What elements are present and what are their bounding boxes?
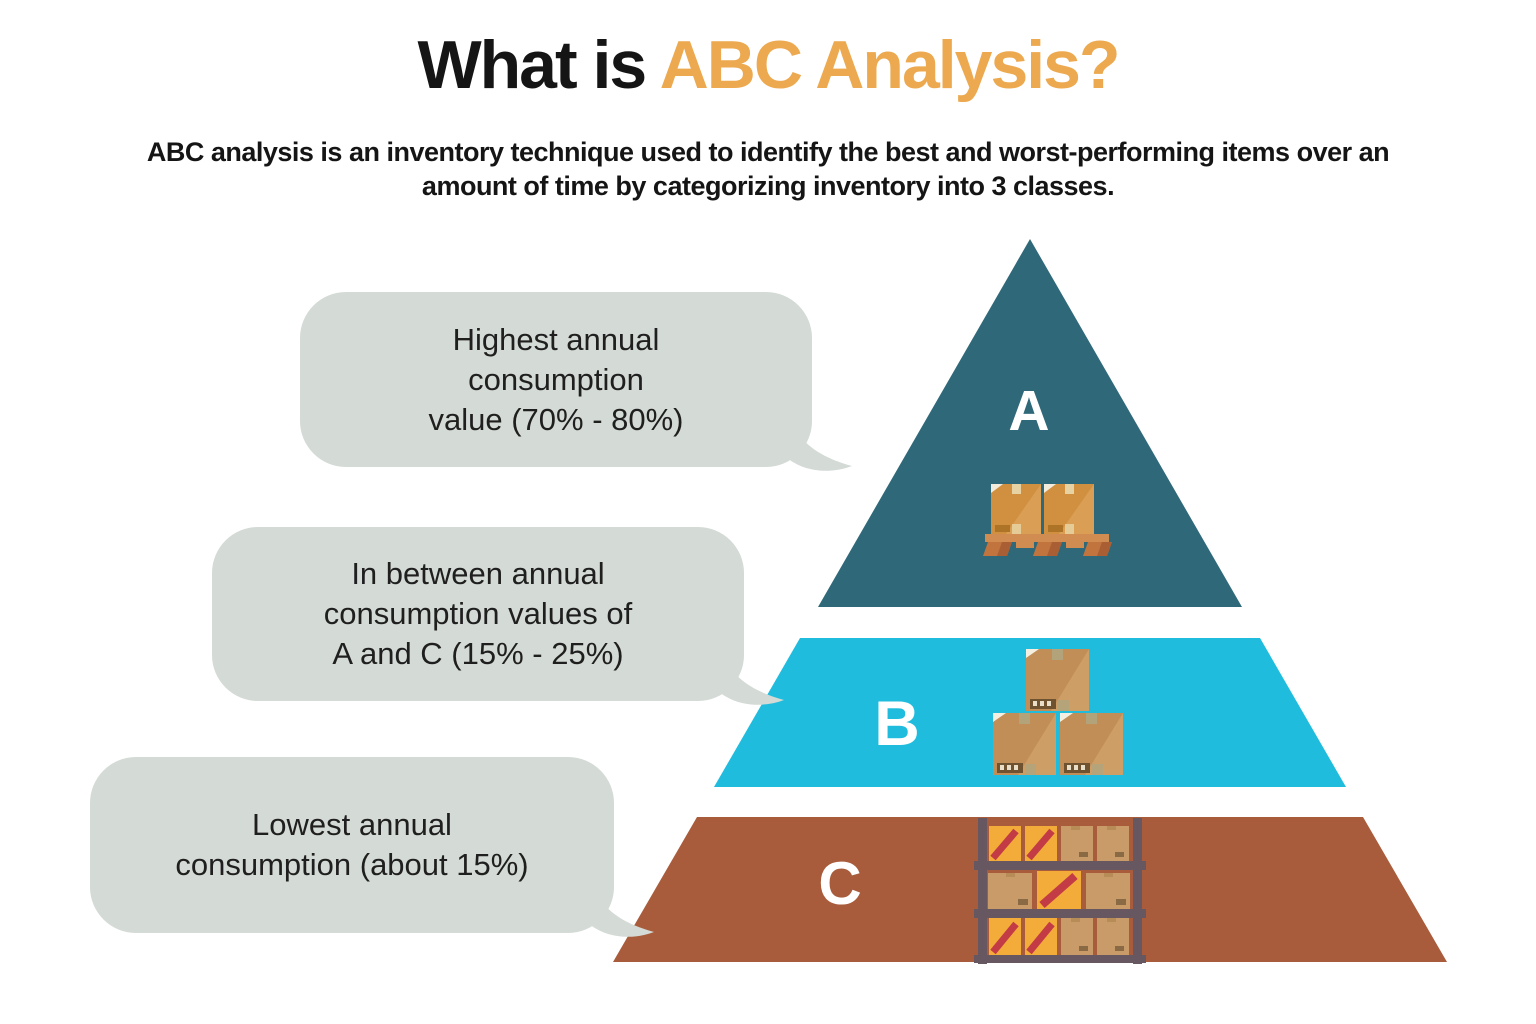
subtitle-line-2: amount of time by categorizing inventory…: [421, 171, 1115, 201]
pyramid-level-a: [818, 239, 1242, 607]
page-subtitle: ABC analysis is an inventory technique u…: [0, 135, 1536, 203]
bubble-line: consumption values of: [323, 596, 633, 631]
bubble-text: In between annual consumption values of …: [324, 554, 632, 674]
page-title-prefix: What is: [417, 27, 660, 103]
callout-bubble-class-b: In between annual consumption values of …: [212, 527, 784, 705]
bubble-line: Lowest annual: [252, 807, 452, 842]
subtitle-line-1: ABC analysis is an inventory technique u…: [146, 137, 1390, 167]
pallet-boxes-icon: [983, 484, 1112, 556]
bubble-text: Lowest annual consumption (about 15%): [175, 805, 528, 885]
callout-bubble-class-c: Lowest annual consumption (about 15%): [90, 757, 654, 937]
pyramid-label-c: C: [818, 850, 861, 917]
bubble-line: consumption: [468, 361, 644, 397]
bubble-line: A and C (15% - 25%): [332, 636, 624, 671]
pyramid-label-b: B: [874, 689, 920, 759]
pyramid-level-b: [714, 638, 1346, 787]
bubble-text: Highest annual consumption value (70% - …: [428, 320, 683, 440]
speech-tail-icon: [786, 413, 852, 471]
bubble-line: In between annual: [351, 556, 605, 591]
bubble-line: consumption (about 15%): [175, 847, 529, 882]
speech-tail-icon: [588, 879, 654, 937]
bubble-line: Highest annual: [452, 321, 660, 357]
pyramid-label-a: A: [1008, 379, 1049, 443]
page-title: What is ABC Analysis?: [0, 26, 1536, 104]
stacked-boxes-icon: [993, 649, 1123, 775]
callout-bubble-class-a: Highest annual consumption value (70% - …: [300, 292, 852, 471]
bubble-line: value (70% - 80%): [428, 401, 684, 437]
page-title-highlight: ABC Analysis?: [659, 27, 1121, 103]
speech-tail-icon: [718, 647, 784, 705]
warehouse-shelf-icon: [974, 818, 1146, 964]
